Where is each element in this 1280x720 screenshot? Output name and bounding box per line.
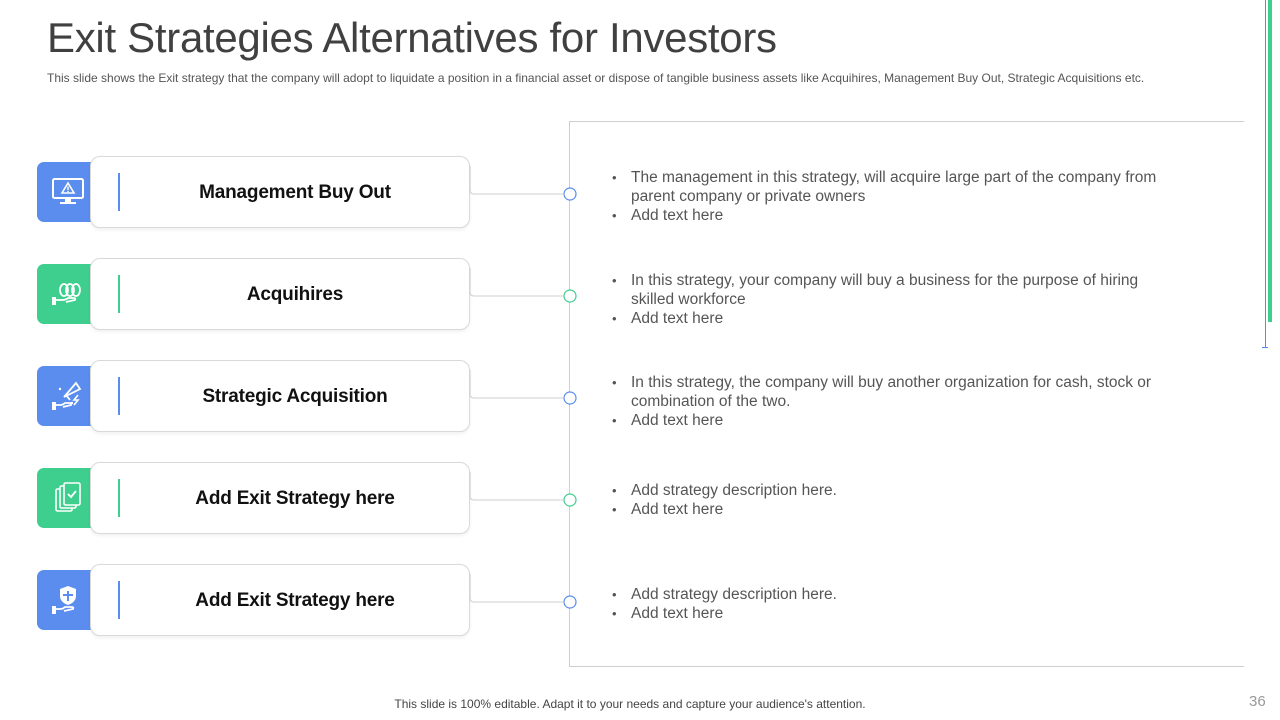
- page-number: 36: [1249, 693, 1266, 710]
- slide-footer: This slide is 100% editable. Adapt it to…: [394, 697, 866, 711]
- connector-line: [469, 472, 577, 507]
- strategy-row-strategic-acquisition: Strategic Acquisition In this strategy, …: [0, 360, 1280, 434]
- description-bullet: The management in this strategy, will ac…: [612, 168, 1182, 206]
- strategy-row-acquihires: Acquihires In this strategy, your compan…: [0, 258, 1280, 332]
- strategy-icon-box: [37, 570, 98, 630]
- coins-hand-icon: [51, 283, 81, 305]
- strategy-description: In this strategy, your company will buy …: [612, 271, 1182, 328]
- strategy-label: Add Exit Strategy here: [195, 590, 395, 611]
- accent-line: [1265, 0, 1266, 348]
- strategy-card[interactable]: Strategic Acquisition: [90, 360, 470, 432]
- strategy-icon-box: [37, 366, 98, 426]
- documents-check-icon: [54, 482, 81, 512]
- connector-line: [469, 268, 577, 303]
- card-accent-mark: [118, 479, 120, 517]
- megaphone-hand-icon: [51, 381, 81, 410]
- strategy-description: In this strategy, the company will buy a…: [612, 373, 1182, 430]
- slide-subtitle: This slide shows the Exit strategy that …: [47, 71, 1145, 85]
- description-bullet: In this strategy, your company will buy …: [612, 271, 1182, 309]
- strategy-description: Add strategy description here. Add text …: [612, 585, 1182, 623]
- strategy-card[interactable]: Acquihires: [90, 258, 470, 330]
- strategy-label: Acquihires: [246, 284, 344, 305]
- card-accent-mark: [118, 581, 120, 619]
- description-bullet: Add text here: [612, 411, 1182, 430]
- description-bullet: Add strategy description here.: [612, 481, 1182, 500]
- description-bullet: Add text here: [612, 206, 1182, 225]
- strategy-description: The management in this strategy, will ac…: [612, 168, 1182, 225]
- description-bullet: Add text here: [612, 604, 1182, 623]
- strategy-row-5: Add Exit Strategy here Add strategy desc…: [0, 564, 1280, 638]
- accent-line-tick: [1262, 347, 1268, 348]
- strategy-card[interactable]: Add Exit Strategy here: [90, 564, 470, 636]
- monitor-warning-icon: [51, 178, 84, 204]
- description-bullet: Add strategy description here.: [612, 585, 1182, 604]
- strategy-row-4: Add Exit Strategy here Add strategy desc…: [0, 462, 1280, 536]
- strategy-icon-box: [37, 162, 98, 222]
- accent-bar: [1268, 0, 1272, 322]
- strategy-label: Management Buy Out: [199, 182, 391, 203]
- strategy-description: Add strategy description here. Add text …: [612, 481, 1182, 519]
- strategy-card[interactable]: Add Exit Strategy here: [90, 462, 470, 534]
- description-bullet: Add text here: [612, 309, 1182, 328]
- strategy-label: Strategic Acquisition: [202, 386, 388, 407]
- card-accent-mark: [118, 377, 120, 415]
- strategy-label: Add Exit Strategy here: [195, 488, 395, 509]
- description-bullet: Add text here: [612, 500, 1182, 519]
- strategy-card[interactable]: Management Buy Out: [90, 156, 470, 228]
- card-accent-mark: [118, 173, 120, 211]
- slide-title: Exit Strategies Alternatives for Investo…: [47, 14, 777, 61]
- strategy-row-management-buy-out: Management Buy Out The management in thi…: [0, 156, 1280, 230]
- strategy-icon-box: [37, 264, 98, 324]
- strategy-icon-box: [37, 468, 98, 528]
- shield-hand-icon: [51, 586, 76, 614]
- card-accent-mark: [118, 275, 120, 313]
- connector-line: [469, 370, 577, 405]
- description-bullet: In this strategy, the company will buy a…: [612, 373, 1182, 411]
- connector-line: [469, 166, 577, 201]
- connector-line: [469, 574, 577, 609]
